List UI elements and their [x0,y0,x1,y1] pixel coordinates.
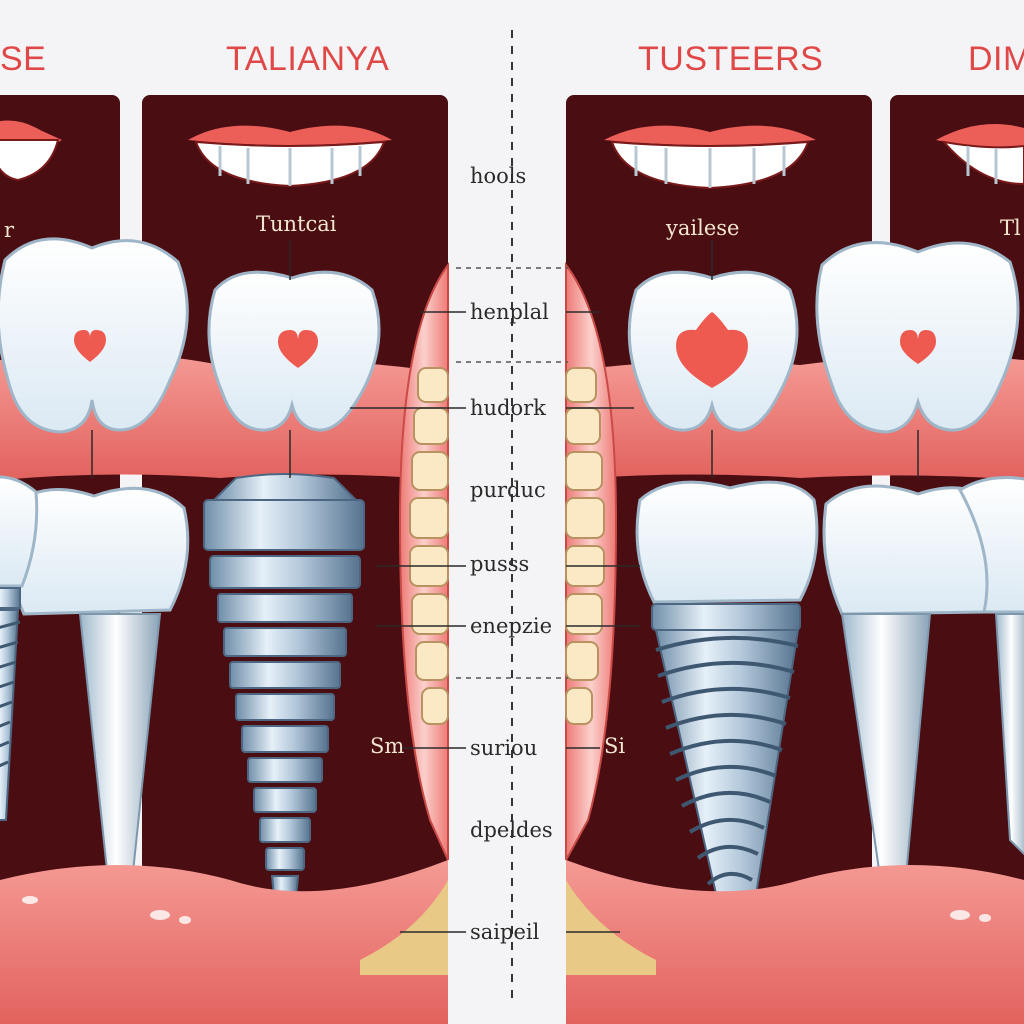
crown-icon-right-panel [635,480,819,604]
tooth-column-left [409,367,449,725]
center-label: hudork [470,396,546,420]
smile-icon-left [188,125,392,188]
implant-screw-icon-left [203,473,365,941]
title-far-right: DIM [968,40,1024,78]
center-dividers [456,267,568,679]
heart-icon [900,330,936,364]
lower-gum-right [566,860,1024,1024]
leader-lines [91,240,919,933]
center-label: pusss [470,552,530,576]
center-label: enepzie [470,614,553,638]
center-label: henplal [470,300,549,324]
center-label: purduc [470,478,546,502]
heart-icon [278,330,318,368]
label-left: Tuntcai [256,212,337,236]
title-left: TALIANYA [226,40,390,78]
label-far-left: r [4,218,15,242]
label-side-left: Sm [370,734,405,758]
tooth-column-right [565,367,605,725]
center-label: saipeil [470,920,540,944]
label-right: yailese [666,216,740,240]
gum-highlights [22,896,991,924]
title-right: TUSTEERS [638,40,824,78]
heart-icon [74,330,106,362]
bone-strip-left [360,880,448,975]
crown-icon-far-right [822,476,1024,925]
label-side-right: Si [604,734,626,758]
smile-icon-far-right [936,124,1024,186]
bone-strip-right [566,880,656,975]
lower-gum-left [0,860,448,1024]
title-far-left: SE [0,40,47,78]
label-far-right: Tl [1000,216,1021,240]
smile-icon-far-left [0,120,62,182]
implant-screw-icon-far-left [0,587,21,821]
center-label: dpeldes [470,818,553,842]
heart-icon [676,312,748,388]
partial-tooth-far-left [0,475,39,588]
center-label: hools [470,164,527,188]
smile-icon-right [604,125,816,190]
center-label: suriou [470,736,538,760]
